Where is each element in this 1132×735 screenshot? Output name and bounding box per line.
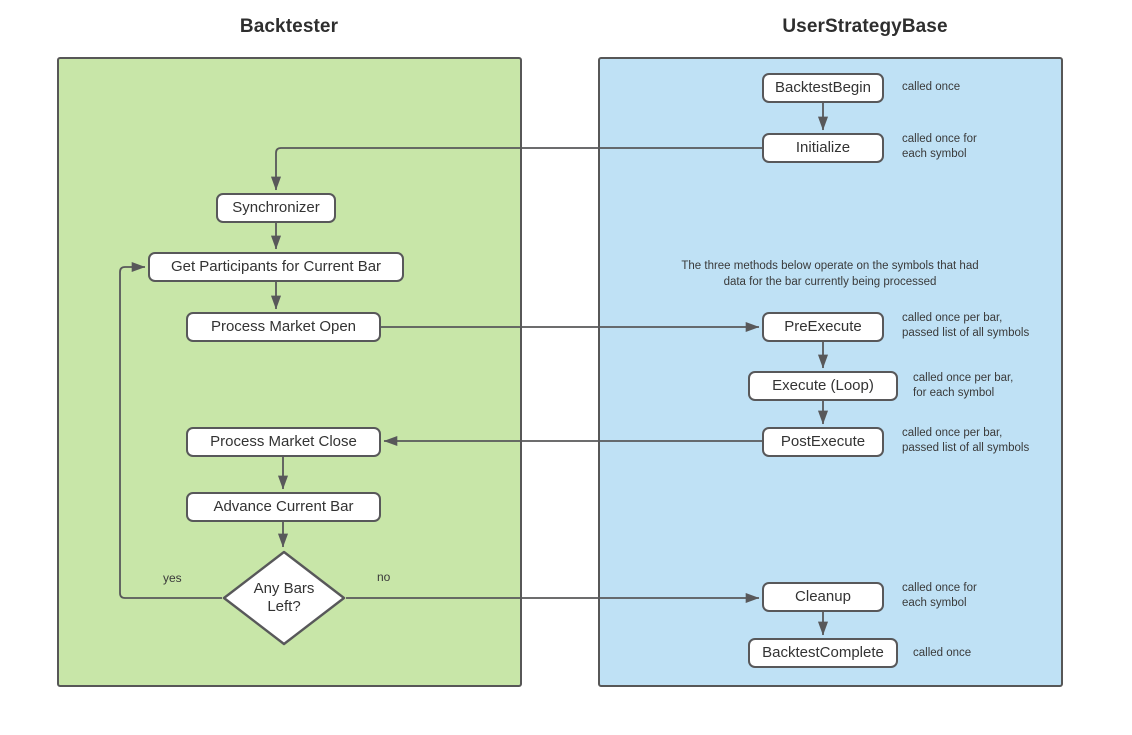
- node-backtest-complete[interactable]: BacktestComplete: [748, 638, 898, 668]
- node-synchronizer[interactable]: Synchronizer: [216, 193, 336, 223]
- edge-anybarsleft-yes-getparticipants: [119, 261, 222, 599]
- note-three-methods: The three methods below operate on the s…: [681, 260, 979, 289]
- edge-label-yes: yes: [163, 571, 182, 585]
- panel-title-userstrategybase: UserStrategyBase: [782, 16, 948, 37]
- decision-label: Any Bars Left?: [222, 550, 346, 646]
- decision-label-line1: Any Bars: [253, 580, 315, 597]
- node-pre-execute[interactable]: PreExecute: [762, 312, 884, 342]
- node-initialize[interactable]: Initialize: [762, 133, 884, 163]
- annotation-pre-execute: called once per bar, passed list of all …: [902, 312, 1030, 340]
- annotation-execute-loop: called once per bar, for each symbol: [913, 372, 1014, 400]
- edge-label-no: no: [377, 570, 391, 584]
- node-cleanup[interactable]: Cleanup: [762, 582, 884, 612]
- node-process-market-open[interactable]: Process Market Open: [186, 312, 381, 342]
- annotation-cleanup: called once for each symbol: [902, 582, 977, 610]
- node-advance-current-bar[interactable]: Advance Current Bar: [186, 492, 381, 522]
- node-post-execute[interactable]: PostExecute: [762, 427, 884, 457]
- decision-label-line2: Left?: [267, 598, 301, 615]
- node-any-bars-left-decision[interactable]: Any Bars Left?: [222, 550, 346, 646]
- node-backtest-begin[interactable]: BacktestBegin: [762, 73, 884, 103]
- panel-title-backtester: Backtester: [239, 16, 339, 37]
- annotation-post-execute: called once per bar, passed list of all …: [902, 427, 1030, 455]
- node-execute-loop[interactable]: Execute (Loop): [748, 371, 898, 401]
- annotation-initialize: called once for each symbol: [902, 133, 977, 161]
- node-get-participants-for-current-bar[interactable]: Get Participants for Current Bar: [148, 252, 404, 282]
- diamond-shape: [222, 550, 346, 646]
- edge-initialize-synchronizer: [270, 147, 762, 191]
- node-process-market-close[interactable]: Process Market Close: [186, 427, 381, 457]
- annotation-backtest-begin: called once: [902, 81, 961, 93]
- annotation-backtest-complete: called once: [913, 647, 972, 659]
